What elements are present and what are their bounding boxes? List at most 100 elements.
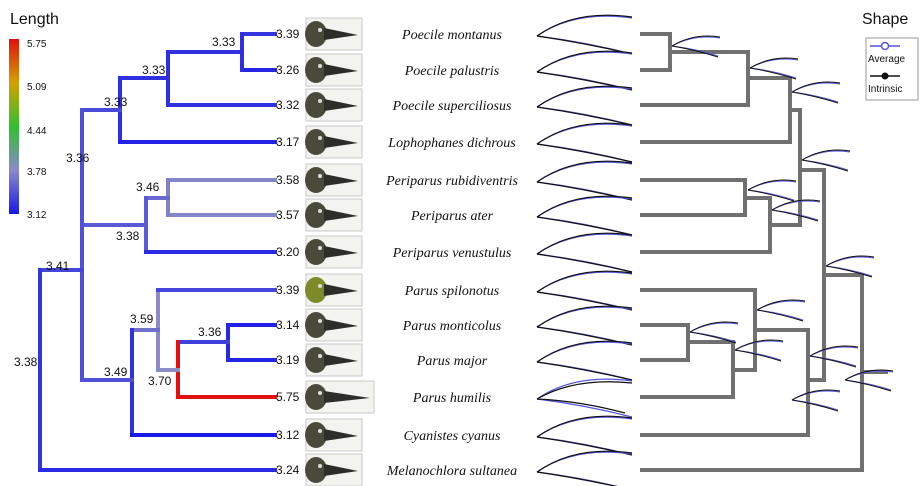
shape-tree-branch: [640, 180, 745, 215]
tip-value: 3.14: [276, 318, 300, 332]
species-name: Parus major: [416, 354, 488, 369]
average-beak-curve: [537, 52, 632, 90]
species-row: 5.75Parus humilis: [276, 379, 632, 417]
species-row: 3.39 Poecile montanus: [276, 15, 632, 54]
average-beak-curve: [537, 162, 632, 200]
bird-eye: [318, 391, 322, 395]
tip-value: 3.17: [276, 135, 300, 149]
tip-value: 3.39: [276, 283, 300, 297]
intrinsic-beak-curve: [537, 271, 632, 310]
average-beak-curve: [537, 197, 632, 235]
bird-head-shape: [305, 347, 327, 373]
node-value: 3.33: [142, 63, 166, 77]
average-beak-curve: [537, 87, 632, 125]
species-row: 3.32Poecile superciliosus: [276, 86, 632, 125]
node-value: 3.36: [66, 151, 90, 165]
bird-head-shape: [305, 202, 327, 228]
tip-value: 3.57: [276, 208, 300, 222]
bird-head-shape: [305, 457, 327, 483]
species-row: 3.14 Parus monticolus: [276, 306, 632, 345]
species-name: Parus monticolus: [402, 319, 502, 334]
length-tick: 4.44: [27, 126, 47, 137]
tip-value: 3.58: [276, 173, 300, 187]
node-value: 3.49: [104, 365, 128, 379]
ancestral-average-curve: [802, 151, 850, 170]
length-legend-title: Length: [10, 11, 59, 28]
species-name: Poecile superciliosus: [392, 99, 512, 114]
tip-value: 3.20: [276, 245, 300, 259]
ancestral-average-curve: [810, 347, 858, 366]
ancestral-average-curve: [735, 341, 783, 360]
intrinsic-beak-curve: [537, 123, 632, 162]
ancestral-average-curve: [792, 83, 840, 102]
species-name: Periparus venustulus: [392, 246, 512, 261]
intrinsic-beak-curve: [537, 15, 632, 54]
shape-tree-branch: [640, 198, 770, 252]
bird-eye: [318, 174, 322, 178]
bird-eye: [318, 284, 322, 288]
species-name: Cyanistes cyanus: [404, 429, 501, 444]
average-beak-curve: [537, 124, 632, 162]
bird-head-shape: [305, 92, 327, 118]
node-value: 3.33: [212, 35, 236, 49]
bird-eye: [318, 28, 322, 32]
average-beak-curve: [537, 307, 632, 345]
bird-head-shape: [305, 384, 327, 410]
ancestral-average-curve: [690, 323, 738, 342]
ancestral-average-curve: [772, 201, 820, 220]
shape-legend-title: Shape: [862, 11, 908, 28]
tip-value: 3.12: [276, 428, 300, 442]
shape-tree-branch: [640, 34, 670, 70]
bird-head-shape: [305, 239, 327, 265]
species-row: 3.39 Parus spilonotus: [276, 271, 632, 310]
ancestral-average-curve: [750, 59, 798, 78]
species-name: Periparus ater: [410, 209, 494, 224]
bird-eye: [318, 99, 322, 103]
species-name: Melanochlora sultanea: [386, 464, 517, 479]
species-row: 3.57 Periparus ater: [276, 196, 632, 235]
bird-eye: [318, 354, 322, 358]
species-row: 3.20 Periparus venustulus: [276, 233, 632, 272]
average-beak-curve: [537, 272, 632, 310]
bird-head-shape: [305, 57, 327, 83]
species-name: Parus spilonotus: [404, 284, 500, 299]
intrinsic-legend-marker: [882, 73, 889, 80]
species-name: Poecile palustris: [404, 64, 500, 79]
bird-eye: [318, 136, 322, 140]
average-beak-curve: [537, 16, 632, 54]
intrinsic-beak-curve: [537, 161, 632, 200]
species-row: 3.24 Melanochlora sultanea: [276, 451, 632, 486]
length-tick: 5.75: [27, 39, 47, 50]
node-value: 3.33: [104, 95, 128, 109]
species-row: 3.26 Poecile palustris: [276, 51, 632, 90]
bird-head-shape: [305, 312, 327, 338]
species-name: Poecile montanus: [401, 28, 502, 43]
shape-tree-branch: [770, 110, 800, 225]
species-name: Lophophanes dichrous: [387, 136, 516, 151]
species-row: 3.19Parus major: [276, 341, 632, 380]
bird-head-shape: [305, 167, 327, 193]
species-row: 3.12 Cyanistes cyanus: [276, 416, 632, 455]
length-tick: 3.78: [27, 167, 47, 178]
shape-tree-branch: [640, 275, 862, 470]
bird-head-shape: [305, 21, 327, 47]
node-value: 3.70: [148, 374, 172, 388]
bird-head-shape: [305, 277, 327, 303]
tip-value: 5.75: [276, 390, 300, 404]
bird-eye: [318, 429, 322, 433]
tip-value: 3.26: [276, 63, 300, 77]
intrinsic-beak-curve: [537, 86, 632, 125]
ancestral-average-curve: [792, 391, 840, 410]
shape-tree-branch: [640, 330, 808, 435]
node-value: 3.38: [14, 355, 38, 369]
average-legend-label: Average: [868, 54, 906, 65]
bird-eye: [318, 464, 322, 468]
tip-value: 3.24: [276, 463, 300, 477]
average-beak-curve: [537, 342, 632, 380]
intrinsic-beak-curve: [537, 451, 632, 486]
length-tree: [40, 34, 275, 470]
intrinsic-beak-curve: [537, 382, 632, 413]
tip-value: 3.39: [276, 27, 300, 41]
